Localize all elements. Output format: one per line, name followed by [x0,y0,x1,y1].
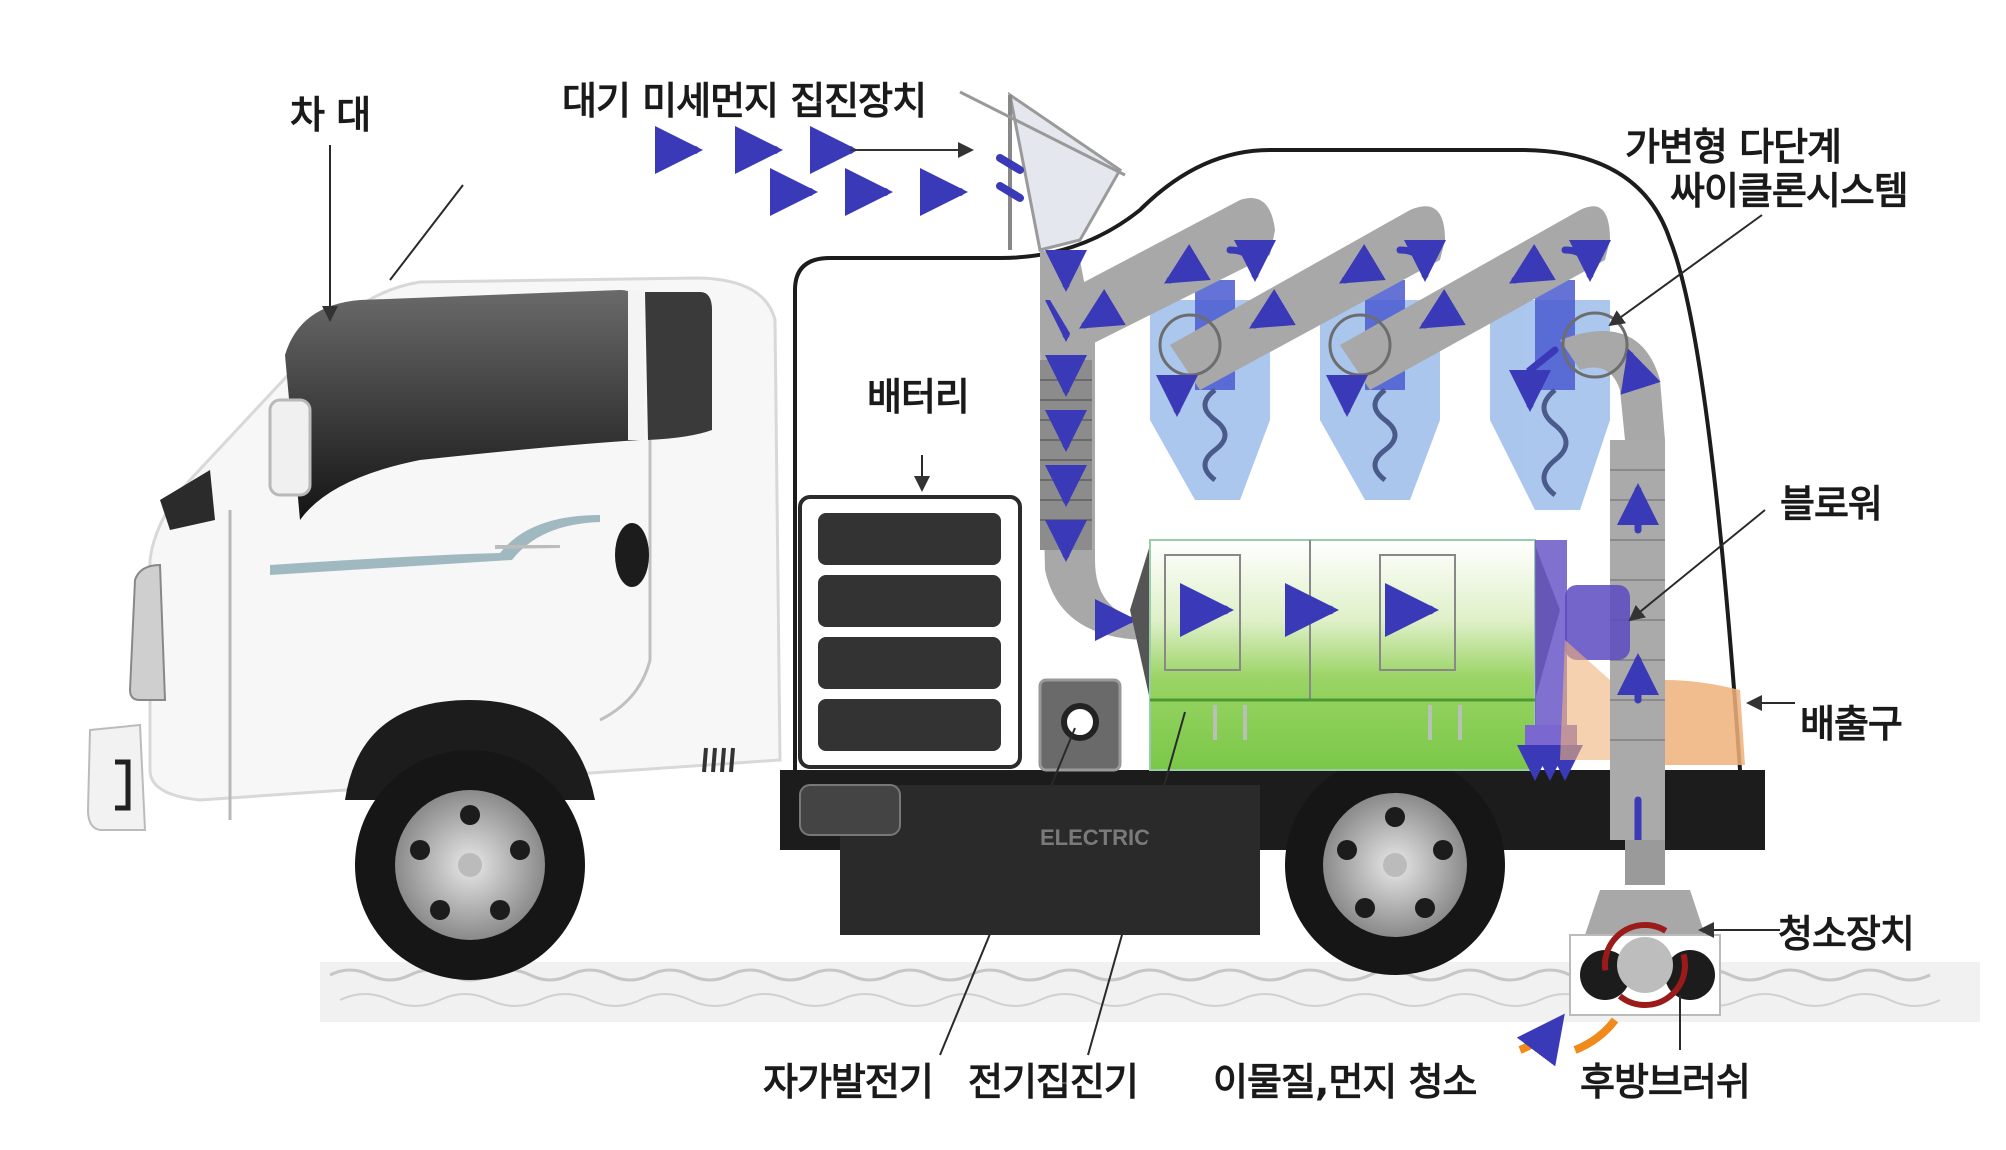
truck-chassis: ELECTRIC [780,770,1765,935]
ground-gravel [320,962,1980,1022]
label-cyclone-line1: 가변형 다단계 [1625,125,1842,169]
truck-cab [86,276,782,831]
label-chassis: 차 대 [290,93,371,137]
label-battery: 배터리 [867,375,970,419]
label-rear-brush: 후방브러쉬 [1580,1060,1751,1104]
label-self-generator: 자가발전기 [763,1060,934,1104]
label-debris-cleaning: 이물질,먼지 청소 [1213,1060,1477,1104]
label-fine-dust-collector: 대기 미세먼지 집진장치 [562,79,927,123]
label-electrostatic-precipitator: 전기집진기 [968,1060,1139,1104]
label-blower: 블로워 [1780,482,1883,526]
exhaust-outlet [1665,680,1745,765]
cleaning-device-unit [1516,840,1721,1067]
inlet-duct [1040,250,1150,641]
label-exhaust: 배출구 [1800,702,1903,746]
multi-stage-cyclone-system [1050,198,1665,510]
airflow-intake-arrows [655,126,1024,216]
cargo-body-outline [793,148,1742,771]
battery-pack [798,495,1022,769]
label-cleaning-device: 청소장치 [1778,912,1915,956]
fine-dust-intake [959,90,1126,252]
chassis-box-text: ELECTRIC [1040,825,1150,850]
rear-wheel [1285,755,1505,975]
front-wheel [345,700,595,980]
electrostatic-precipitator-unit [1130,539,1560,771]
label-cyclone-line2: 싸이클론시스템 [1670,169,1909,213]
self-generator-unit [1038,678,1122,772]
leader-lines [322,145,1795,1056]
